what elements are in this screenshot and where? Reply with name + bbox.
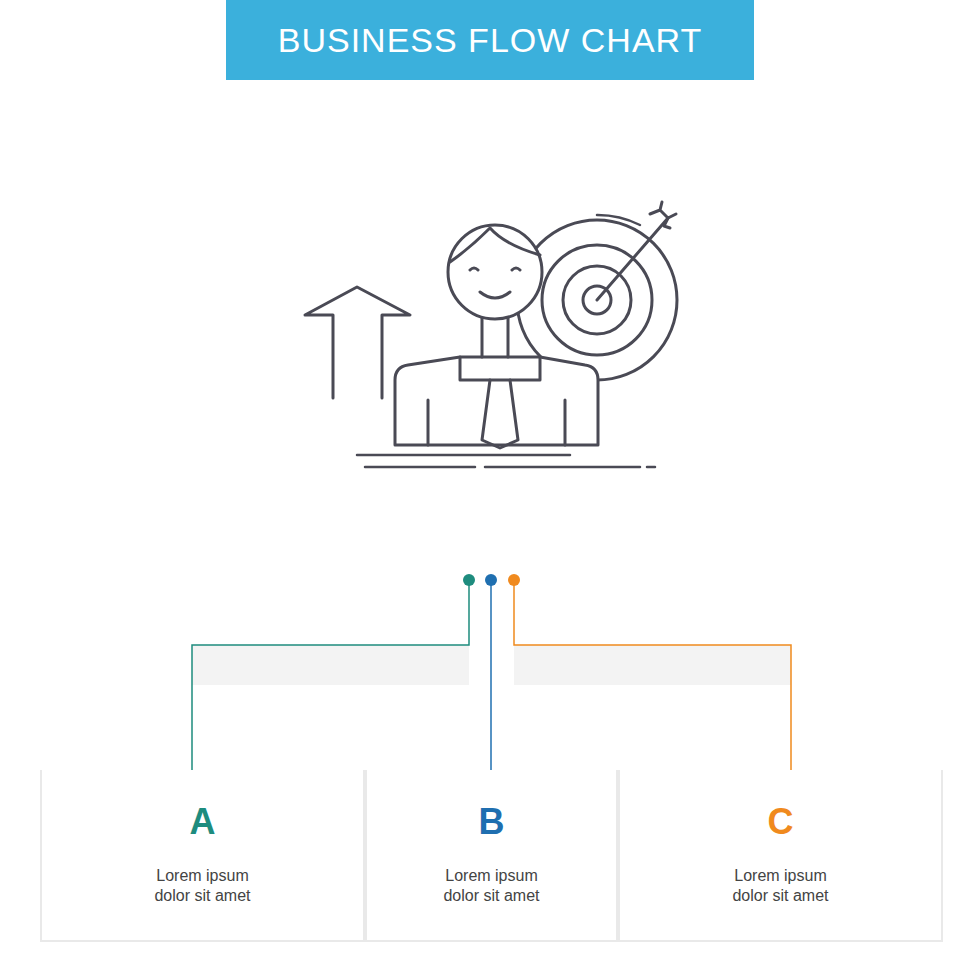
line-shadow	[192, 645, 469, 685]
dot	[485, 574, 497, 586]
step-text: Lorem ipsum dolor sit amet	[430, 866, 554, 906]
box-shadow	[40, 770, 943, 942]
dot	[463, 574, 475, 586]
step-text: Lorem ipsum dolor sit amet	[141, 866, 265, 906]
success-icon	[305, 202, 677, 467]
step-box: A Lorem ipsum dolor sit amet	[42, 770, 363, 940]
step-text: Lorem ipsum dolor sit amet	[719, 866, 843, 906]
line-shadow	[514, 645, 791, 685]
dot	[508, 574, 520, 586]
step-letter: A	[190, 804, 216, 840]
leader-lines	[192, 580, 791, 780]
title-banner: BUSINESS FLOW CHART	[226, 0, 754, 80]
title: BUSINESS FLOW CHART	[278, 21, 703, 60]
step-box: C Lorem ipsum dolor sit amet	[620, 770, 941, 940]
step-box: B Lorem ipsum dolor sit amet	[367, 770, 616, 940]
step-letter: C	[768, 804, 794, 840]
step-letter: B	[479, 804, 505, 840]
